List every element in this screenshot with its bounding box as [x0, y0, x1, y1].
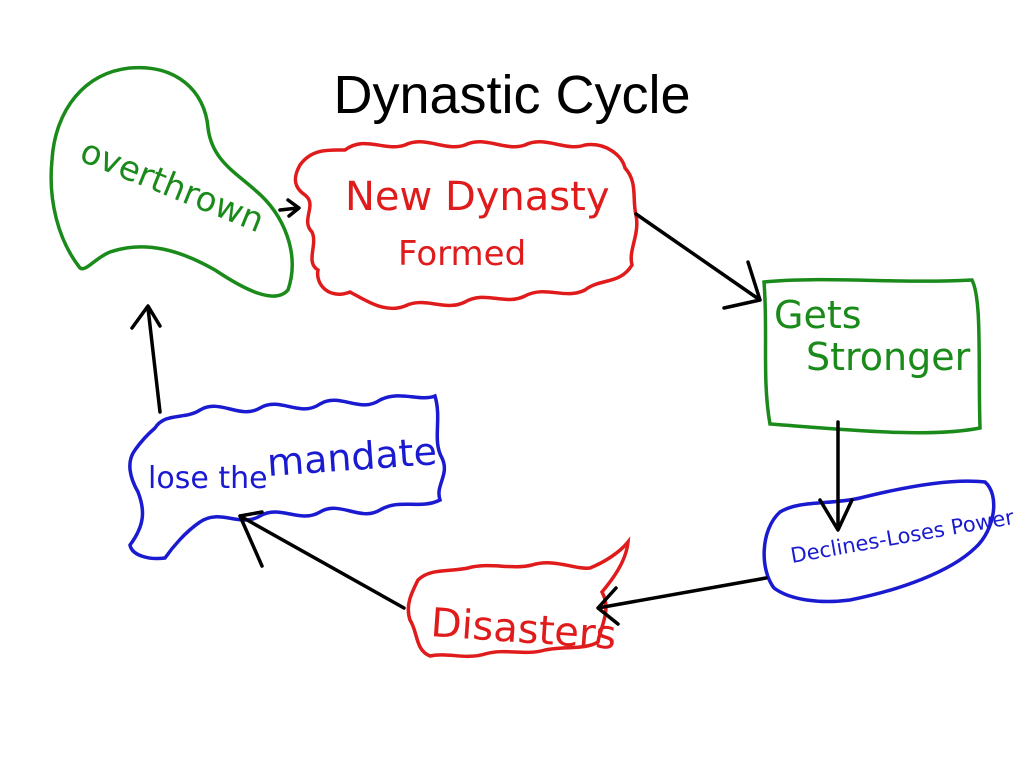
arrow-overthrown-to-new-dynasty [278, 198, 301, 218]
lose-mandate-label-part2: mandate [266, 429, 439, 485]
new-dynasty-label-line1: New Dynasty [345, 174, 610, 220]
node-gets-stronger: Gets Stronger [762, 277, 982, 435]
gets-stronger-label-line1: Gets [774, 293, 862, 337]
diagram-title: Dynastic Cycle [333, 65, 691, 125]
new-dynasty-label-line2: Formed [398, 234, 526, 274]
arrow-disasters-to-lose-mandate [238, 510, 406, 610]
arrow-gets-stronger-to-declines [818, 420, 854, 532]
arrow-declines-to-disasters [596, 576, 768, 626]
node-disasters: Disasters [406, 536, 631, 659]
declines-label: Declines-Loses Power [789, 505, 1016, 568]
node-lose-mandate: lose the mandate [128, 393, 447, 561]
declines-shape [762, 479, 996, 604]
node-overthrown: overthrown [49, 65, 294, 298]
arrow-lose-mandate-to-overthrown [130, 304, 162, 414]
arrow-new-dynasty-to-gets-stronger [634, 212, 762, 310]
lose-mandate-label-part1: lose the [148, 461, 268, 496]
lose-mandate-shape [128, 393, 447, 561]
gets-stronger-shape [762, 277, 982, 435]
arrows [130, 198, 854, 626]
node-declines: Declines-Loses Power [762, 479, 1016, 604]
node-new-dynasty: New Dynasty Formed [293, 140, 639, 311]
gets-stronger-label-line2: Stronger [806, 335, 971, 379]
disasters-label: Disasters [429, 600, 617, 659]
overthrown-label: overthrown [75, 131, 270, 241]
new-dynasty-shape [293, 140, 639, 311]
overthrown-shape [49, 65, 294, 298]
